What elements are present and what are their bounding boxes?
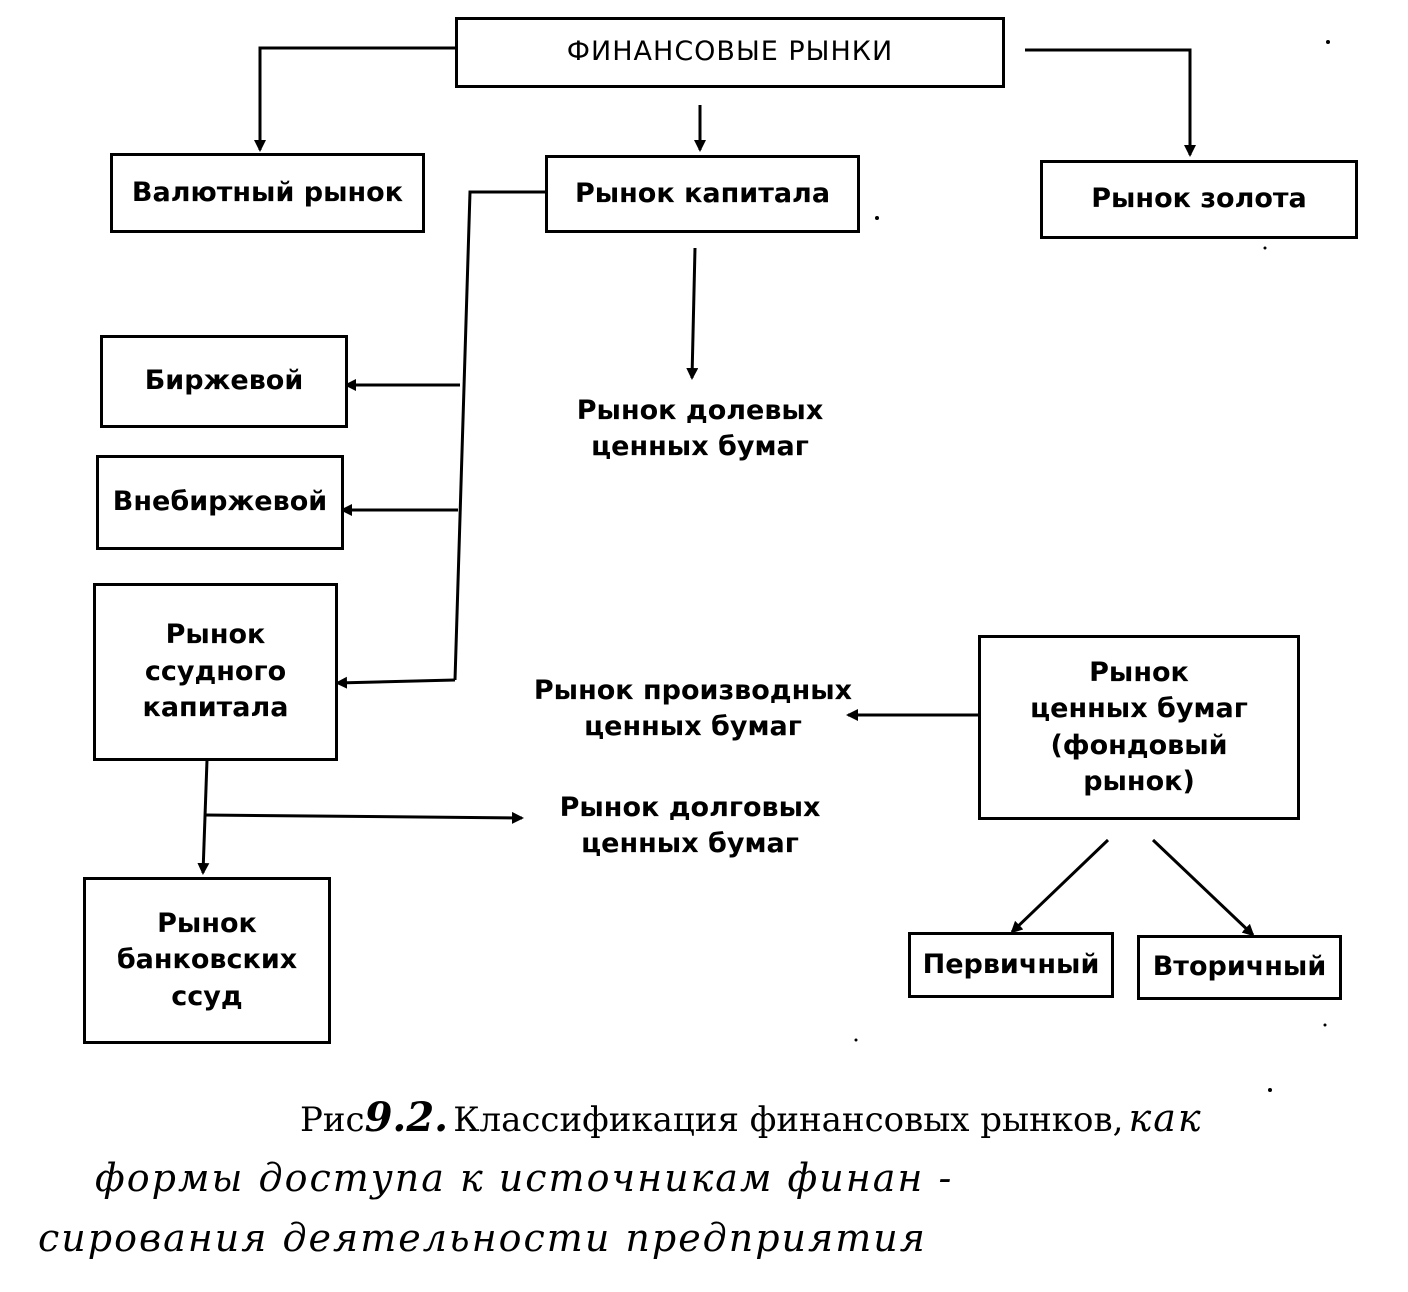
- node-securities-market: Рынок ценных бумаг (фондовый рынок): [978, 635, 1300, 820]
- caption-prefix: Рис: [300, 1100, 365, 1140]
- scan-speck: [1323, 1023, 1327, 1027]
- node-capital-market: Рынок капитала: [545, 155, 860, 233]
- node-primary: Первичный: [908, 932, 1114, 998]
- node-bank-loans-market: Рынок банковских ссуд: [83, 877, 331, 1044]
- node-financial-markets: ФИНАНСОВЫЕ РЫНКИ: [455, 17, 1005, 88]
- node-gold-market: Рынок золота: [1040, 160, 1358, 239]
- node-currency-market: Валютный рынок: [110, 153, 425, 233]
- connector-to-currency-market: [254, 46, 455, 152]
- scan-speck: [1263, 246, 1267, 250]
- connector-capital-bus: [453, 190, 545, 681]
- connector-to-equity-securities: [686, 247, 699, 380]
- caption-text: Классификация финансовых рынков,: [453, 1100, 1124, 1140]
- label-equity-securities: Рынок долевых ценных бумаг: [576, 395, 824, 463]
- connector-to-primary: [1010, 838, 1110, 934]
- node-otc: Внебиржевой: [96, 455, 344, 550]
- connector-to-gold-market: [1025, 48, 1196, 157]
- handwritten-note-line1: как: [1128, 1096, 1203, 1140]
- handwritten-note-line3: сирования деятельности предприятия: [38, 1216, 927, 1260]
- label-debt-securities: Рынок долговых ценных бумаг: [559, 792, 821, 860]
- scan-speck: [1326, 40, 1330, 44]
- node-exchange: Биржевой: [100, 335, 348, 428]
- handwritten-note-line2: формы доступа к источникам финан -: [95, 1156, 954, 1200]
- connector-to-secondary: [1151, 838, 1255, 937]
- node-loan-capital-market: Рынок ссудного капитала: [93, 583, 338, 761]
- scan-speck: [854, 1038, 858, 1042]
- scan-speck: [1268, 1088, 1272, 1092]
- label-derivative-securities: Рынок производных ценных бумаг: [533, 675, 853, 743]
- figure-caption: Рис9.2. Классификация финансовых рынков,…: [300, 1090, 1300, 1147]
- caption-number: 9.2.: [364, 1094, 449, 1141]
- connector-to-loan-capital: [335, 676, 456, 689]
- scan-speck: [875, 216, 879, 220]
- connector-to-debt-securities: [204, 811, 524, 824]
- node-secondary: Вторичный: [1137, 935, 1342, 1000]
